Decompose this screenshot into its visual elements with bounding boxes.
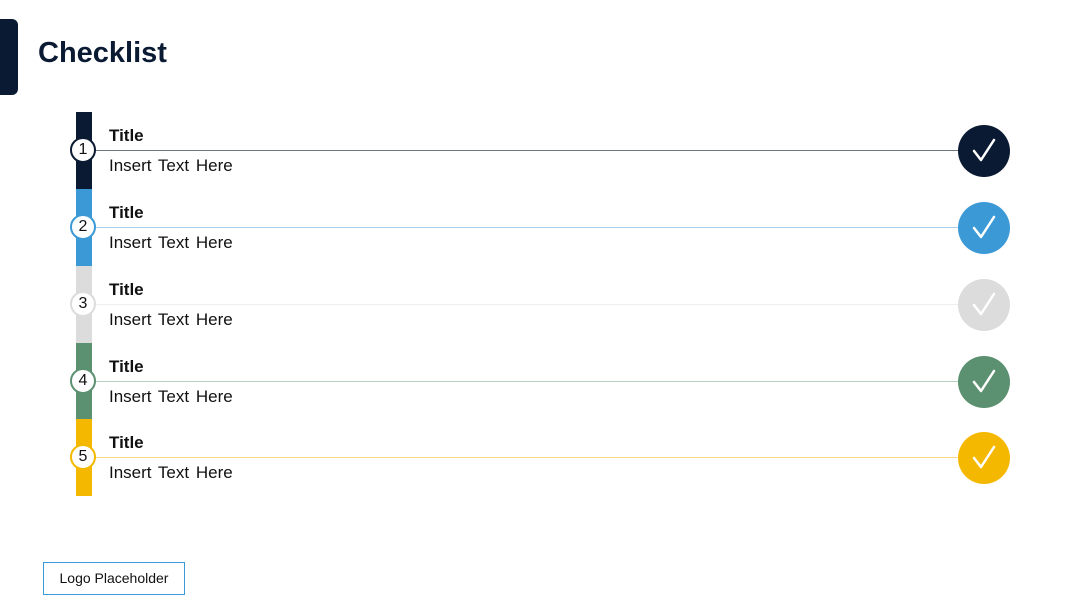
checkmark-icon[interactable] bbox=[958, 356, 1010, 408]
item-number-badge: 1 bbox=[70, 137, 96, 163]
item-number-badge: 2 bbox=[70, 214, 96, 240]
checklist-item: 4 Title Insert Text Here bbox=[0, 343, 1080, 420]
item-text[interactable]: Insert Text Here bbox=[109, 387, 233, 406]
item-connector-line bbox=[92, 227, 985, 228]
item-text[interactable]: Insert Text Here bbox=[109, 233, 233, 252]
checklist-item: 1 Title Insert Text Here bbox=[0, 112, 1080, 189]
item-text[interactable]: Insert Text Here bbox=[109, 310, 233, 329]
item-number-badge: 3 bbox=[70, 291, 96, 317]
item-title[interactable]: Title bbox=[109, 126, 144, 145]
checklist-item: 5 Title Insert Text Here bbox=[0, 419, 1080, 496]
page-title: Checklist bbox=[38, 37, 167, 69]
logo-placeholder: Logo Placeholder bbox=[43, 562, 185, 595]
item-number-badge: 5 bbox=[70, 444, 96, 470]
item-title[interactable]: Title bbox=[109, 357, 144, 376]
checklist: 1 Title Insert Text Here 2 Title Insert … bbox=[0, 112, 1080, 496]
checklist-item: 3 Title Insert Text Here bbox=[0, 266, 1080, 343]
item-connector-line bbox=[92, 150, 985, 151]
item-title[interactable]: Title bbox=[109, 203, 144, 222]
item-connector-line bbox=[92, 381, 985, 382]
checkmark-icon[interactable] bbox=[958, 432, 1010, 484]
item-number-badge: 4 bbox=[70, 368, 96, 394]
item-title[interactable]: Title bbox=[109, 280, 144, 299]
item-title[interactable]: Title bbox=[109, 433, 144, 452]
checkmark-icon[interactable] bbox=[958, 202, 1010, 254]
checklist-item: 2 Title Insert Text Here bbox=[0, 189, 1080, 266]
item-text[interactable]: Insert Text Here bbox=[109, 156, 233, 175]
checkmark-icon[interactable] bbox=[958, 279, 1010, 331]
item-connector-line bbox=[92, 304, 985, 305]
title-accent-tab bbox=[0, 19, 18, 95]
item-connector-line bbox=[92, 457, 985, 458]
item-text[interactable]: Insert Text Here bbox=[109, 463, 233, 482]
checkmark-icon[interactable] bbox=[958, 125, 1010, 177]
